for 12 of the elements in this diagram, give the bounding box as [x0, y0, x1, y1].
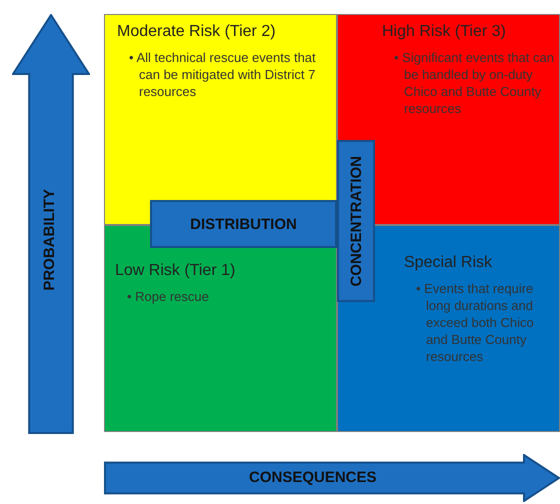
axis-label: PROBABILITY — [41, 189, 58, 291]
quadrant-title: Low Risk (Tier 1) — [115, 262, 236, 280]
bullet-text: • Significant events that can be handled by on-duty Chico and Butte County resources — [394, 49, 554, 117]
bullet-text: • All technical rescue events that can be mitigated with District 7 resources — [129, 49, 317, 100]
bullet-text: • Rope rescue — [127, 288, 210, 305]
bullet-text: • Events that require long durations and exceed both Chico and Butte County resources — [416, 280, 535, 365]
quadrant-title: High Risk (Tier 3) — [382, 23, 506, 41]
label-bar: DISTRIBUTION — [150, 200, 337, 248]
axis-label: CONSEQUENCES — [249, 469, 377, 486]
quadrant-title: Special Risk — [404, 254, 492, 272]
quadrant-title: Moderate Risk (Tier 2) — [117, 23, 276, 41]
label-bar: CONCENTRATION — [337, 140, 375, 302]
